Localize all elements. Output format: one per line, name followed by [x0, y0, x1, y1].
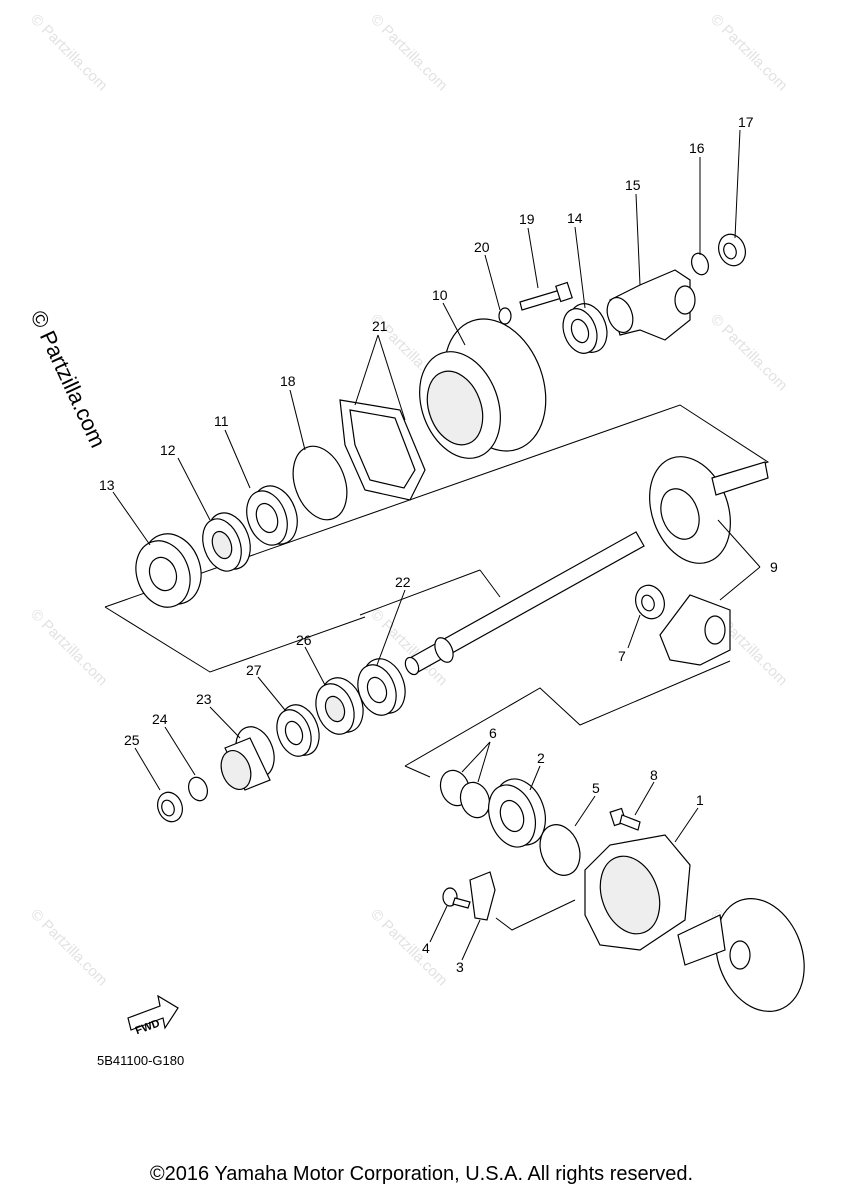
callout-3: 3	[456, 959, 464, 975]
callout-21: 21	[372, 318, 388, 334]
leader-lines	[112, 129, 761, 961]
part-13-bearing	[135, 533, 202, 608]
part-21-shims	[339, 399, 426, 501]
part-27-seal	[276, 704, 320, 757]
callout-20: 20	[474, 239, 490, 255]
callout-7: 7	[618, 648, 626, 664]
part-3-plate	[469, 871, 496, 921]
watermark-vertical: © Partzilla.com	[25, 307, 110, 452]
part-25-nut	[157, 791, 183, 823]
part-5-circlip	[539, 824, 581, 876]
part-20-washer	[498, 307, 512, 325]
callout-24: 24	[152, 711, 168, 727]
part-22-bearing	[357, 658, 406, 716]
part-1-housing	[584, 834, 805, 1012]
callout-10: 10	[432, 287, 448, 303]
watermark-6: © Partzilla.com	[27, 606, 110, 689]
callout-4: 4	[422, 940, 430, 956]
callout-17: 17	[738, 114, 754, 130]
part-23-needle-bearing	[220, 726, 275, 791]
part-17-nut	[718, 233, 746, 267]
fwd-arrow-icon: FWD	[127, 994, 179, 1037]
part-26-collar	[315, 677, 364, 735]
watermark-3: © Partzilla.com	[707, 11, 790, 94]
part-16-washer	[690, 252, 710, 276]
callout-19: 19	[519, 211, 535, 227]
part-12-collar	[202, 512, 251, 572]
callout-27: 27	[246, 662, 262, 678]
callout-5: 5	[592, 780, 600, 796]
part-24-washer	[187, 776, 209, 802]
copyright-notice: ©2016 Yamaha Motor Corporation, U.S.A. A…	[149, 1163, 694, 1185]
part-14-bearing	[562, 303, 608, 354]
callout-16: 16	[689, 140, 705, 156]
part-4-screw	[442, 887, 471, 909]
callout-6: 6	[489, 725, 497, 741]
part-22-shaft	[404, 531, 645, 676]
watermark-9: © Partzilla.com	[27, 906, 110, 989]
part-7-nut	[635, 584, 665, 620]
watermark-10: © Partzilla.com	[367, 906, 450, 989]
part-15-yoke	[606, 269, 696, 341]
watermark-1: © Partzilla.com	[27, 11, 110, 94]
callout-12: 12	[160, 442, 176, 458]
part-19-bolt	[519, 281, 573, 311]
callout-11: 11	[214, 413, 229, 429]
callouts: 17 16 15 14 19 20 10 21 18 11 12 13 9 7 …	[99, 114, 778, 975]
watermark-2: © Partzilla.com	[367, 11, 450, 94]
part-11-ball-bearing	[246, 485, 298, 546]
callout-9: 9	[770, 559, 778, 575]
diagram-code: 5B41100-G180	[97, 1053, 185, 1068]
callout-2: 2	[537, 750, 545, 766]
part-9-gear-set	[649, 456, 769, 666]
part-6-shims	[439, 769, 491, 819]
callout-13: 13	[99, 477, 115, 493]
callout-14: 14	[567, 210, 583, 226]
callout-15: 15	[625, 177, 641, 193]
callout-18: 18	[280, 373, 296, 389]
callout-25: 25	[124, 732, 140, 748]
callout-26: 26	[296, 632, 312, 648]
callout-23: 23	[196, 691, 212, 707]
part-18-o-ring	[292, 445, 348, 521]
callout-8: 8	[650, 767, 658, 783]
callout-1: 1	[696, 792, 704, 808]
part-8-bolt	[609, 807, 641, 831]
watermark-5: © Partzilla.com	[707, 311, 790, 394]
part-10-housing	[419, 318, 547, 459]
part-2-bearing	[488, 778, 546, 848]
callout-22: 22	[395, 574, 411, 590]
